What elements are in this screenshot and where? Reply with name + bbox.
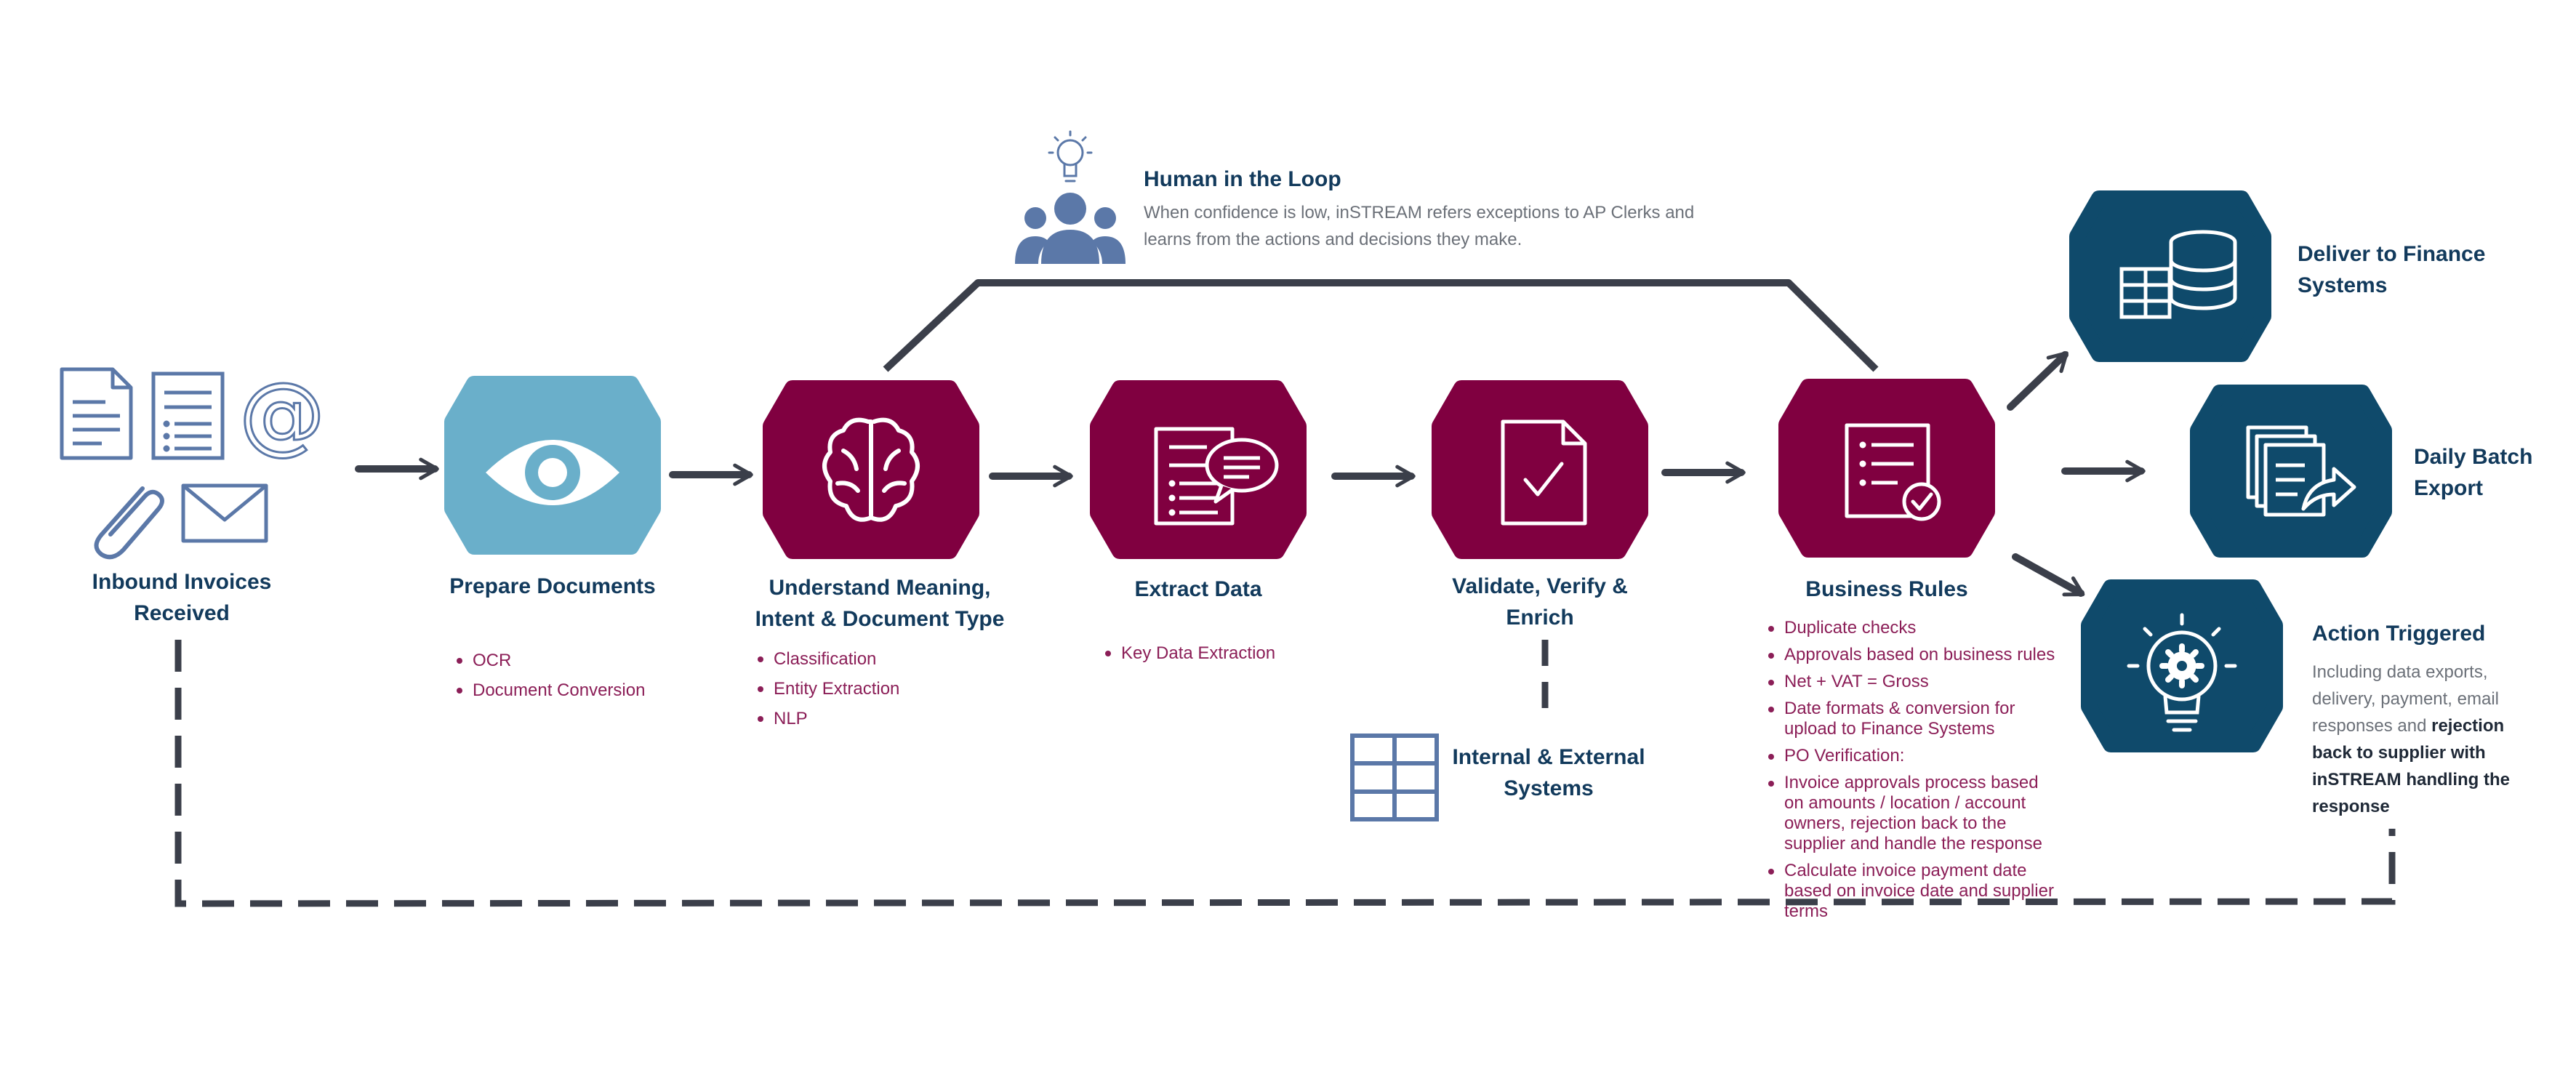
action-desc-line4-bold: back to supplier with (2312, 743, 2486, 763)
action-desc-line4: back to supplier with (2312, 739, 2567, 766)
understand-bullets: Classification Entity Extraction NLP (756, 648, 989, 738)
inbound-title-line1: Inbound Invoices (92, 570, 272, 594)
action-desc-line3: responses and rejection (2312, 712, 2567, 739)
prepare-title: Prepare Documents (449, 574, 656, 598)
deliver-title: Deliver to Finance Systems (2298, 238, 2537, 301)
inbound-title: Inbound Invoices Received (73, 566, 291, 629)
list-item: Duplicate checks (1767, 618, 2058, 638)
inbound-title-line2: Received (134, 601, 230, 625)
batch-title-line1: Daily Batch (2414, 445, 2533, 469)
understand-title-line2: Intent & Document Type (755, 607, 1005, 631)
action-desc-line5-bold: inSTREAM handling the (2312, 770, 2510, 789)
human-loop-title: Human in the Loop (1144, 167, 1341, 191)
grid-table-icon (1350, 734, 1439, 821)
validate-title: Validate, Verify & Enrich (1431, 571, 1649, 633)
extract-hexagon (1090, 380, 1307, 559)
team-lightbulb-icon (1015, 130, 1126, 264)
document-speech-icon (1154, 427, 1279, 526)
business-title: Business Rules (1805, 577, 1968, 601)
prepare-bullets: OCR Document Conversion (455, 650, 688, 710)
list-item: Key Data Extraction (1104, 643, 1336, 664)
list-item: Date formats & conversion for upload to … (1767, 699, 2058, 739)
deliver-title-line2: Systems (2298, 273, 2388, 297)
deliver-title-line1: Deliver to Finance (2298, 242, 2486, 266)
human-loop-desc-line2: learns from the actions and decisions th… (1144, 230, 1522, 249)
list-item: NLP (756, 708, 989, 729)
document-icon (60, 367, 133, 460)
lightbulb-gear-icon (2127, 613, 2237, 732)
list-item: Document Conversion (455, 680, 688, 701)
brain-icon (822, 417, 920, 522)
understand-title-line1: Understand Meaning, (769, 576, 991, 600)
batch-title: Daily Batch Export (2414, 441, 2567, 504)
at-sign-icon: @ (239, 363, 325, 464)
list-item: Calculate invoice payment date based on … (1767, 861, 2058, 922)
validate-title-line1: Validate, Verify & (1452, 574, 1628, 598)
validate-title-line2: Enrich (1506, 606, 1574, 630)
human-loop-desc: When confidence is low, inSTREAM refers … (1144, 199, 1798, 253)
validate-hexagon (1432, 380, 1648, 559)
action-desc-line3-bold: rejection (2431, 716, 2505, 736)
extract-bullets: Key Data Extraction (1104, 643, 1336, 672)
list-item: PO Verification: (1767, 746, 2058, 766)
list-item: OCR (455, 650, 688, 671)
eye-icon (486, 440, 619, 505)
list-document-icon (151, 371, 225, 460)
documents-export-icon (2246, 425, 2356, 517)
human-loop-desc-line1: When confidence is low, inSTREAM refers … (1144, 203, 1695, 222)
action-desc-line1: Including data exports, (2312, 662, 2488, 682)
checklist-badge-icon (1845, 423, 1941, 521)
understand-title: Understand Meaning, Intent & Document Ty… (734, 572, 1025, 635)
batch-title-line2: Export (2414, 476, 2484, 500)
feedback-loop-dashed-line (174, 640, 2396, 907)
action-desc-line6-bold: response (2312, 797, 2390, 816)
list-item: Approvals based on business rules (1767, 645, 2058, 665)
action-desc-line6: response (2312, 793, 2567, 820)
systems-title-line2: Systems (1504, 776, 1594, 800)
arrow-business-to-deliver (2007, 351, 2069, 411)
list-item: Classification (756, 648, 989, 670)
list-item: Entity Extraction (756, 678, 989, 699)
list-item: Net + VAT = Gross (1767, 672, 2058, 692)
action-title: Action Triggered (2312, 622, 2486, 646)
action-desc-line2: delivery, payment, email (2312, 689, 2499, 709)
action-desc-line3-plain: responses and (2312, 716, 2432, 736)
systems-title-line1: Internal & External (1452, 745, 1645, 769)
extract-title: Extract Data (1134, 577, 1262, 601)
business-hexagon (1778, 379, 1995, 558)
list-item: Invoice approvals process based on amoun… (1767, 773, 2058, 854)
arrow-business-to-action (2012, 553, 2085, 597)
document-check-icon (1501, 419, 1587, 526)
action-desc: Including data exports, delivery, paymen… (2312, 659, 2567, 820)
systems-title: Internal & External Systems (1440, 742, 1658, 804)
action-desc-line5: inSTREAM handling the (2312, 766, 2567, 793)
business-bullets: Duplicate checks Approvals based on busi… (1767, 618, 2058, 928)
envelope-icon (181, 483, 268, 543)
human-loop-bracket-line (883, 279, 1879, 372)
paperclip-icon (94, 486, 164, 560)
database-table-icon (2119, 230, 2237, 319)
